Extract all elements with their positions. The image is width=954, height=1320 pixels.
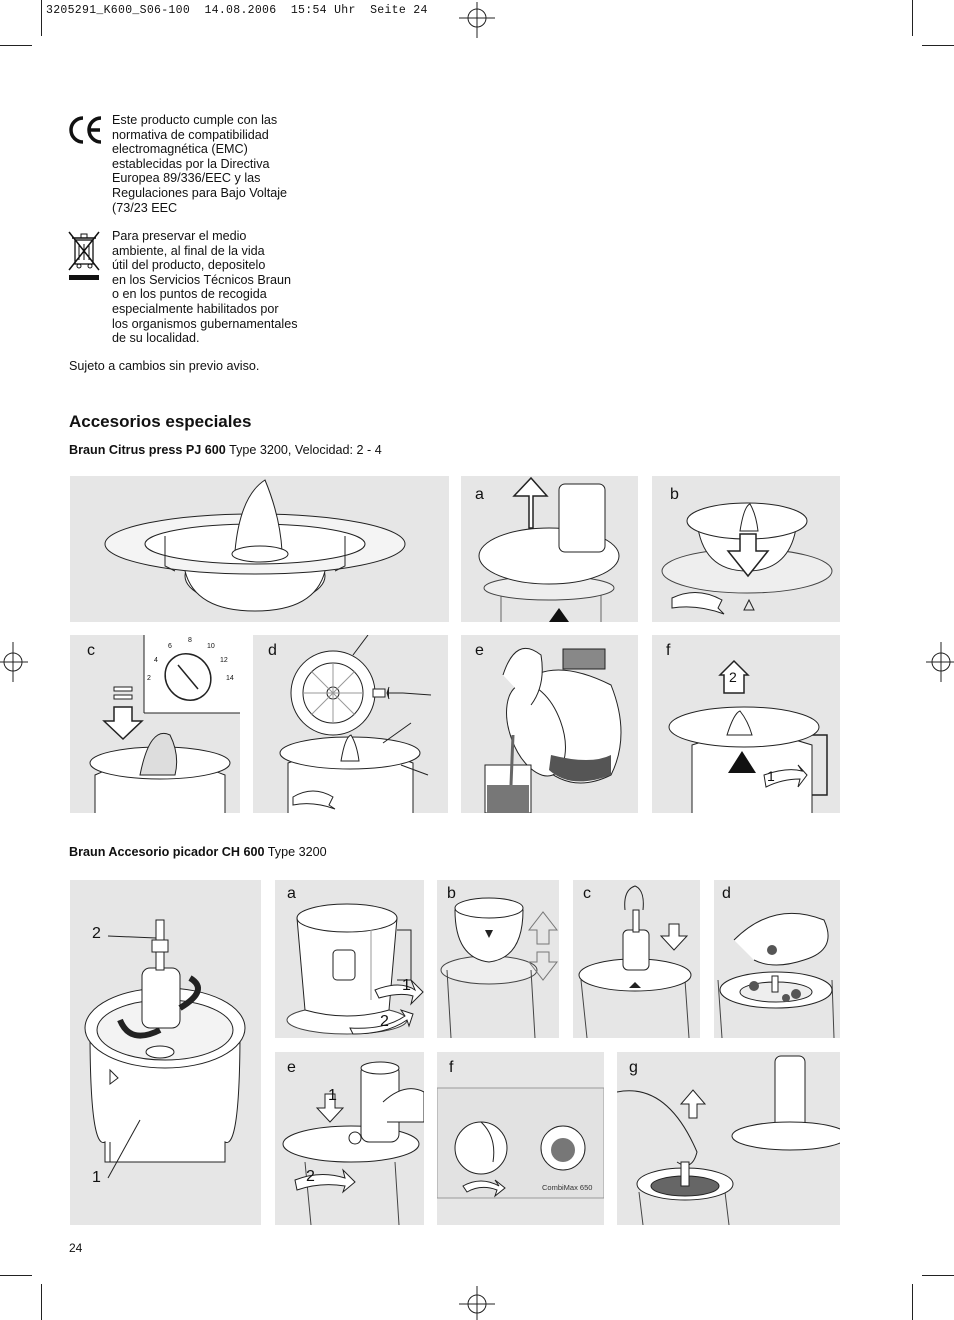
print-header: 3205291_K600_S06-100 14.08.2006 15:54 Uh… <box>46 4 428 17</box>
weee-disposal-text: Para preservar el medio ambiente, al fin… <box>112 229 298 346</box>
header-date: 14.08.2006 <box>204 4 277 17</box>
crop-mark <box>922 1275 954 1276</box>
ce-compliance-text: Este producto cumple con las normativa d… <box>112 113 288 215</box>
citrus-step-e: e <box>461 635 638 813</box>
citrus-main-illustration <box>70 476 449 622</box>
panel-label-e: e <box>475 642 484 659</box>
step-number-1: 1 <box>328 1087 337 1104</box>
chopper-product-name: Braun Accesorio picador CH 600 <box>69 845 265 859</box>
crop-mark <box>912 1284 913 1320</box>
chopper-step-g: g <box>617 1052 840 1225</box>
panel-label-e: e <box>287 1059 296 1076</box>
part-number-1: 1 <box>92 1169 101 1186</box>
panel-label-d: d <box>268 642 277 659</box>
device-model-label: CombiMax 650 <box>542 1183 593 1192</box>
dial-number-14: 14 <box>226 675 234 682</box>
chopper-step-d: d <box>714 880 840 1038</box>
panel-label-a: a <box>287 885 296 902</box>
citrus-product-name: Braun Citrus press PJ 600 <box>69 443 226 457</box>
chopper-step-c: c <box>573 880 700 1038</box>
dial-number-2: 2 <box>147 675 151 682</box>
dial-number-4: 4 <box>154 657 158 664</box>
citrus-step-f: f 2 1 <box>652 635 840 813</box>
step-number-1: 1 <box>767 768 775 784</box>
registration-mark-left <box>0 642 28 682</box>
registration-mark-right <box>926 642 954 682</box>
chopper-step-f: f CombiMax 650 <box>437 1052 604 1225</box>
weee-bin-icon <box>68 231 100 280</box>
crop-mark <box>41 1284 42 1320</box>
ce-mark-icon <box>69 116 102 144</box>
header-time: 15:54 Uhr <box>290 4 356 17</box>
panel-label-d: d <box>722 885 731 902</box>
step-number-2: 2 <box>380 1013 389 1030</box>
citrus-step-b: b <box>652 476 840 622</box>
panel-label-f: f <box>449 1059 454 1076</box>
crop-mark <box>41 0 42 36</box>
dial-number-12: 12 <box>220 657 228 664</box>
chopper-step-a: a 1 2 <box>275 880 424 1038</box>
citrus-subtitle: Braun Citrus press PJ 600 Type 3200, Vel… <box>69 443 382 457</box>
chopper-step-b: b <box>437 880 559 1038</box>
citrus-step-a: a <box>461 476 638 622</box>
citrus-step-d: d <box>253 635 448 813</box>
citrus-product-details: Type 3200, Velocidad: 2 - 4 <box>225 443 382 457</box>
dial-number-8: 8 <box>188 637 192 644</box>
step-number-2: 2 <box>729 669 737 685</box>
crop-mark <box>912 0 913 36</box>
header-filename: 3205291_K600_S06-100 <box>46 4 191 17</box>
citrus-step-c: c 2 4 6 8 10 12 14 <box>70 635 240 813</box>
panel-label-g: g <box>629 1059 638 1076</box>
page-number: 24 <box>69 1241 83 1255</box>
section-title: Accesorios especiales <box>69 412 252 431</box>
crop-mark <box>0 45 32 46</box>
chopper-product-details: Type 3200 <box>264 845 327 859</box>
chopper-subtitle: Braun Accesorio picador CH 600 Type 3200 <box>69 845 327 859</box>
dial-number-6: 6 <box>168 643 172 650</box>
panel-label-c: c <box>87 642 95 659</box>
panel-label-b: b <box>447 885 456 902</box>
dial-number-10: 10 <box>207 643 215 650</box>
header-page: Seite 24 <box>370 4 428 17</box>
crop-mark <box>0 1275 32 1276</box>
step-number-2: 2 <box>306 1168 315 1185</box>
registration-mark-top <box>459 2 495 38</box>
part-number-2: 2 <box>92 925 101 942</box>
crop-mark <box>922 45 954 46</box>
step-number-1: 1 <box>402 977 411 994</box>
panel-label-c: c <box>583 885 591 902</box>
chopper-step-e: e 1 2 <box>275 1052 424 1225</box>
registration-mark-bottom <box>459 1286 495 1320</box>
panel-label-a: a <box>475 486 484 503</box>
panel-label-b: b <box>670 486 679 503</box>
panel-label-f: f <box>666 642 671 659</box>
chopper-main-illustration: 2 1 <box>70 880 261 1225</box>
subject-to-change-text: Sujeto a cambios sin previo aviso. <box>69 359 260 373</box>
